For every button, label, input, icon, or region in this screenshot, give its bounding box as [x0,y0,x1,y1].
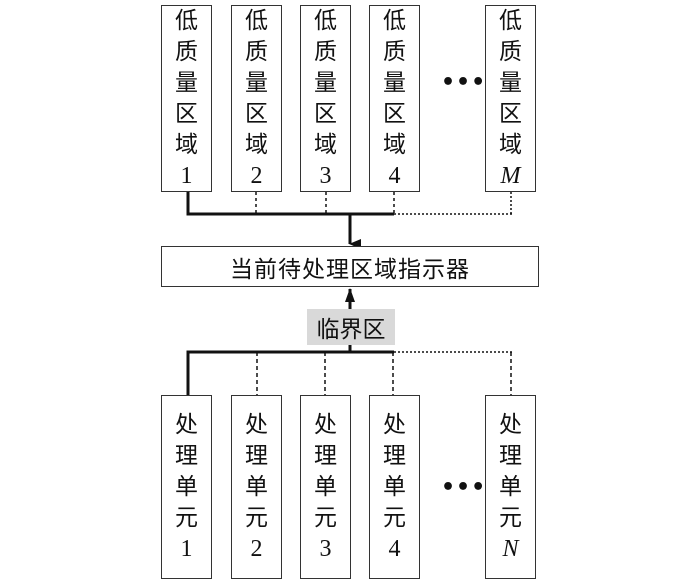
unit-index: 3 [319,535,332,562]
region-char: 量 [499,69,522,96]
arrow-up-head [345,288,355,302]
unit-char: 理 [245,442,268,469]
low-quality-region-m: 低 质 量 区 域 M [485,5,536,192]
low-quality-region-4: 低 质 量 区 域 4 [369,5,420,192]
unit-char: 处 [245,411,268,438]
region-index: 4 [388,162,401,189]
region-char: 质 [314,38,337,65]
region-char: 低 [175,7,198,34]
region-char: 区 [314,100,337,127]
region-char: 区 [175,100,198,127]
region-char: 低 [383,7,406,34]
current-region-indicator: 当前待处理区域指示器 [161,246,539,287]
bottom-ellipsis: ••• [441,475,487,500]
region-char: 域 [245,131,268,158]
region-char: 质 [499,38,522,65]
region-index: 3 [319,162,332,189]
unit-char: 单 [314,473,337,500]
region-char: 质 [245,38,268,65]
unit-char: 处 [314,411,337,438]
top-ellipsis: ••• [441,70,487,95]
low-quality-region-1: 低 质 量 区 域 1 [161,5,212,192]
region-char: 量 [245,69,268,96]
unit-index: N [502,535,519,562]
unit-char: 理 [383,442,406,469]
unit-char: 元 [499,504,522,531]
unit-index: 4 [388,535,401,562]
region-char: 量 [383,69,406,96]
unit-char: 处 [499,411,522,438]
region-char: 区 [383,100,406,127]
region-char: 低 [314,7,337,34]
region-char: 域 [314,131,337,158]
processing-unit-4: 处 理 单 元 4 [369,395,420,579]
low-quality-region-2: 低 质 量 区 域 2 [231,5,282,192]
unit-char: 单 [245,473,268,500]
processing-unit-3: 处 理 单 元 3 [300,395,351,579]
region-char: 域 [175,131,198,158]
low-quality-region-3: 低 质 量 区 域 3 [300,5,351,192]
unit-char: 理 [499,442,522,469]
region-char: 低 [245,7,268,34]
region-char: 质 [383,38,406,65]
unit-char: 单 [499,473,522,500]
unit-char: 理 [314,442,337,469]
region-char: 量 [314,69,337,96]
region-char: 质 [175,38,198,65]
unit-char: 处 [175,411,198,438]
processing-unit-n: 处 理 单 元 N [485,395,536,579]
region-char: 低 [499,7,522,34]
unit-index: 1 [180,535,193,562]
region-index: 1 [180,162,193,189]
unit-char: 元 [175,504,198,531]
region-index: M [500,162,521,189]
unit-char: 单 [383,473,406,500]
region-char: 域 [383,131,406,158]
unit-char: 理 [175,442,198,469]
critical-section-label: 临界区 [316,317,386,343]
processing-unit-2: 处 理 单 元 2 [231,395,282,579]
region-char: 区 [245,100,268,127]
region-char: 量 [175,69,198,96]
indicator-label: 当前待处理区域指示器 [230,256,470,283]
unit-char: 元 [383,504,406,531]
region-char: 区 [499,100,522,127]
unit-char: 元 [245,504,268,531]
unit-char: 单 [175,473,198,500]
region-char: 域 [499,131,522,158]
region-index: 2 [250,162,263,189]
unit-char: 处 [383,411,406,438]
unit-char: 元 [314,504,337,531]
unit-index: 2 [250,535,263,562]
processing-unit-1: 处 理 单 元 1 [161,395,212,579]
critical-section: 临界区 [307,309,395,345]
